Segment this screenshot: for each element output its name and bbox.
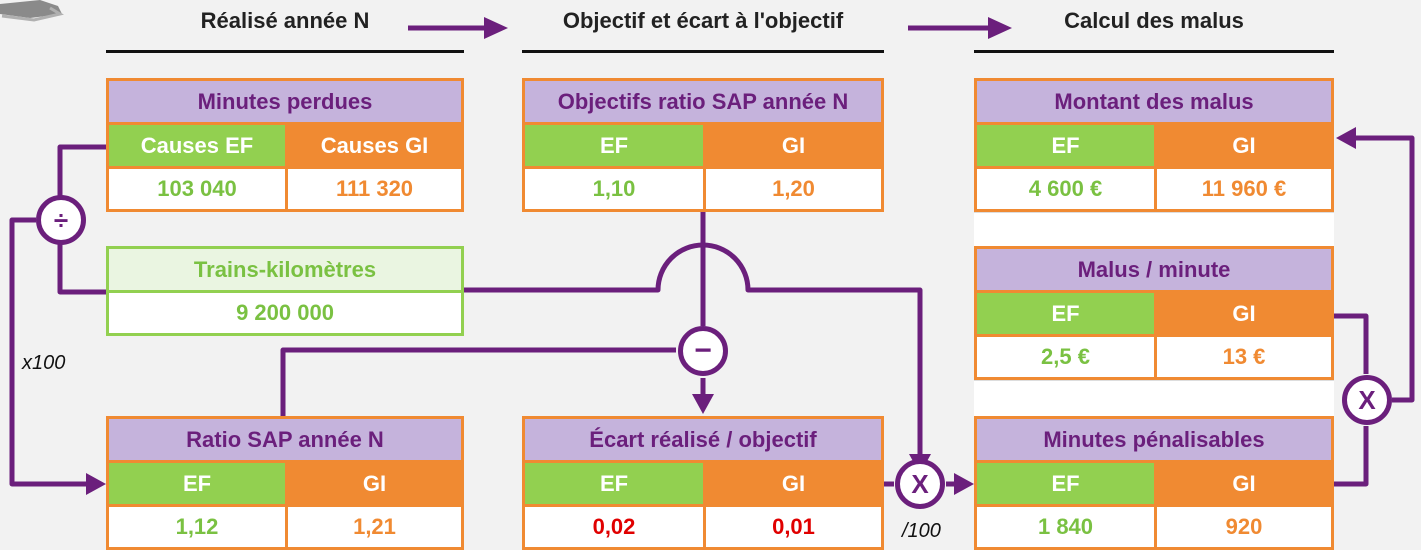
montant-malus-col-ef: EF <box>974 122 1154 169</box>
header-objectif: Objectif et écart à l'objectif <box>562 8 844 33</box>
minutes-perdues-col-ef: Causes EF <box>106 122 285 169</box>
montant-malus-val-gi: 11 960 € <box>1154 166 1334 212</box>
ecart-val-gi: 0,01 <box>703 504 884 550</box>
arrowhead-ecart <box>692 394 714 414</box>
ratio-sap-col-gi: GI <box>285 460 464 507</box>
montant-malus-val-ef: 4 600 € <box>974 166 1154 212</box>
note-x100: x100 <box>22 352 66 374</box>
objectifs-title: Objectifs ratio SAP année N <box>522 78 884 125</box>
wire-ratio-to-minus <box>280 347 676 416</box>
trains-km-title: Trains-kilomètres <box>106 246 464 293</box>
objectifs-col-gi: GI <box>703 122 884 169</box>
montant-malus-col-gi: GI <box>1154 122 1334 169</box>
wire-minutes-to-divide <box>57 144 106 196</box>
hand-logo-icon <box>0 0 64 22</box>
ratio-sap-val-ef: 1,12 <box>106 504 285 550</box>
minutes-perdues-title: Minutes perdues <box>106 78 464 125</box>
wire-times-to-montant <box>1355 135 1415 403</box>
ratio-sap-title: Ratio SAP année N <box>106 416 464 463</box>
ecart-title: Écart réalisé / objectif <box>522 416 884 463</box>
ecart-col-gi: GI <box>703 460 884 507</box>
malus-minute-val-gi: 13 € <box>1154 334 1334 380</box>
times-operator-icon: X <box>895 459 945 509</box>
objectifs-col-ef: EF <box>522 122 703 169</box>
arrowhead-ratio <box>86 473 106 495</box>
ecart-col-ef: EF <box>522 460 703 507</box>
malus-minute-col-gi: GI <box>1154 290 1334 337</box>
divide-operator-icon: ÷ <box>36 195 86 245</box>
wire-penal-to-times <box>1333 426 1369 487</box>
minus-operator-icon: − <box>678 326 728 376</box>
objectifs-val-gi: 1,20 <box>703 166 884 212</box>
arrowhead-header-1 <box>484 17 508 39</box>
objectifs-val-ef: 1,10 <box>522 166 703 212</box>
wire-divide-to-ratio <box>9 217 90 487</box>
minutes-penalisables-val-gi: 920 <box>1154 504 1334 550</box>
arrowhead-montant <box>1336 127 1356 149</box>
times-operator-right-icon: X <box>1342 375 1392 425</box>
header-objectif-line <box>522 50 884 53</box>
minutes-perdues-val-ef: 103 040 <box>106 166 285 212</box>
note-div100: /100 <box>902 520 941 542</box>
header-realise: Réalisé année N <box>200 8 370 33</box>
trains-km-value: 9 200 000 <box>106 290 464 336</box>
arrowhead-penal <box>954 473 974 495</box>
blank-row <box>974 212 1334 247</box>
wire-trainskm-to-times <box>464 242 923 458</box>
minutes-perdues-val-gi: 111 320 <box>285 166 464 212</box>
minutes-penalisables-col-gi: GI <box>1154 460 1334 507</box>
ratio-sap-val-gi: 1,21 <box>285 504 464 550</box>
header-malus: Calcul des malus <box>1064 8 1244 33</box>
blank-row <box>974 380 1334 417</box>
malus-minute-val-ef: 2,5 € <box>974 334 1154 380</box>
minutes-perdues-col-gi: Causes GI <box>285 122 464 169</box>
arrowhead-header-2 <box>988 17 1012 39</box>
header-malus-line <box>974 50 1334 53</box>
malus-minute-title: Malus / minute <box>974 246 1334 293</box>
ecart-val-ef: 0,02 <box>522 504 703 550</box>
wire-trainskm-to-divide <box>57 244 106 295</box>
wire-malus-to-times <box>1333 313 1369 374</box>
header-realise-line <box>106 50 464 53</box>
minutes-penalisables-col-ef: EF <box>974 460 1154 507</box>
minutes-penalisables-val-ef: 1 840 <box>974 504 1154 550</box>
ratio-sap-col-ef: EF <box>106 460 285 507</box>
minutes-penalisables-title: Minutes pénalisables <box>974 416 1334 463</box>
montant-malus-title: Montant des malus <box>974 78 1334 125</box>
malus-minute-col-ef: EF <box>974 290 1154 337</box>
